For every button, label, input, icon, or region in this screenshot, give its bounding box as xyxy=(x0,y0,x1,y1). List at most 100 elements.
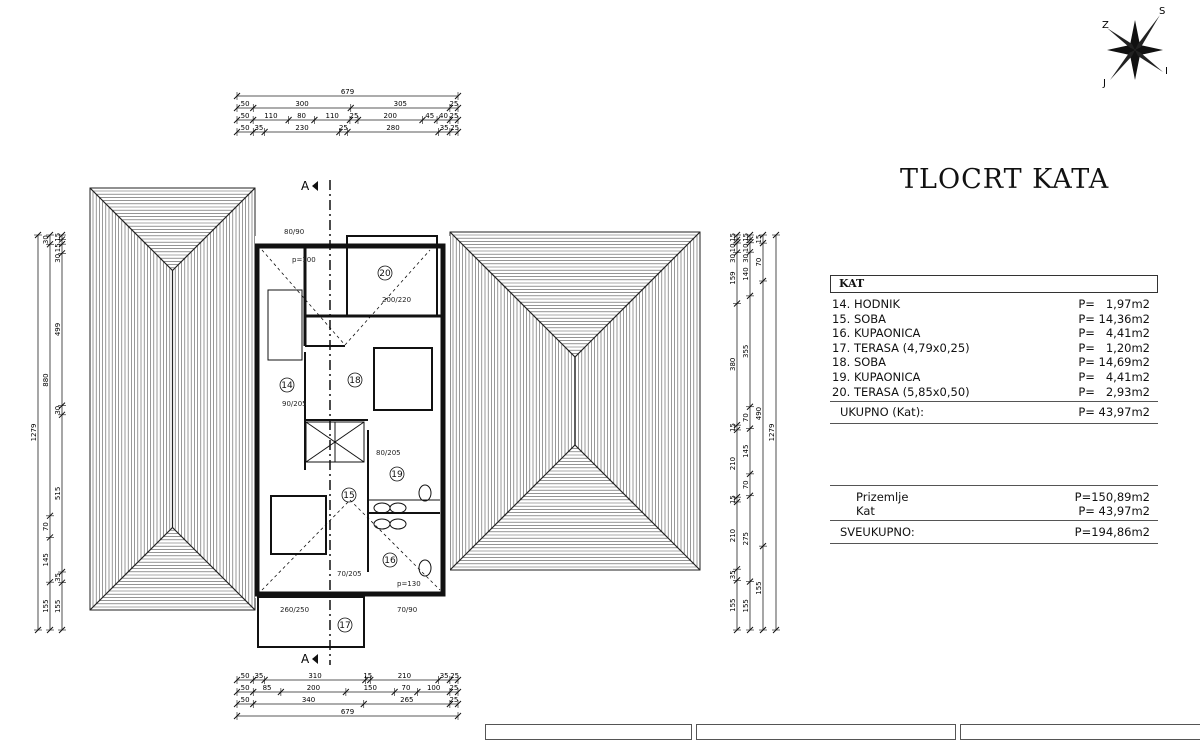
dimension-label: 880 xyxy=(42,373,50,386)
dimension-label: 200 xyxy=(384,112,397,120)
dimension-label: 15 xyxy=(54,233,62,242)
room-row: 17. TERASA (4,79x0,25)P= 1,20m2 xyxy=(830,341,1158,356)
dimension-label: 35 xyxy=(254,124,263,132)
dimension-chain: 679 xyxy=(233,708,462,720)
room-row: 15. SOBA P= 14,36m2 xyxy=(830,312,1158,327)
dimension-label: 1279 xyxy=(30,424,38,442)
dimension-label: 280 xyxy=(386,124,399,132)
title-block-cell xyxy=(960,724,1200,740)
dimension-label: 35 xyxy=(440,124,449,132)
dimension-label: 15 xyxy=(742,233,750,242)
roof-plane xyxy=(449,231,701,571)
dimension-label: 50 xyxy=(241,672,250,680)
compass-letter: Z xyxy=(1102,20,1109,31)
dimension-label: 50 xyxy=(241,684,250,692)
total-label: UKUPNO (Kat): xyxy=(840,405,925,420)
room-list: 14. HODNIK P= 1,97m2 15. SOBA P= 14,36m2 16.… xyxy=(830,297,1158,399)
dimension-label: 210 xyxy=(729,529,737,542)
dimension-label: 679 xyxy=(341,708,354,716)
dimension-label: 275 xyxy=(742,532,750,545)
svg-text:14: 14 xyxy=(281,381,293,391)
dimension-label: 15 xyxy=(729,233,737,242)
room-name: 17. TERASA (4,79x0,25) xyxy=(832,340,970,355)
room-area: P= 1,97m2 xyxy=(1078,297,1150,311)
dimension-label: 1279 xyxy=(768,424,776,442)
dimension-label: 25 xyxy=(449,696,458,704)
dimension-label: 159 xyxy=(729,271,737,284)
dimension-label: 50 xyxy=(241,100,250,108)
dimension-label: 25 xyxy=(449,684,458,692)
dimension-label: 150 xyxy=(364,684,377,692)
dimension-label: 15 xyxy=(755,235,763,244)
dimension-label: 145 xyxy=(742,445,750,458)
dimension-label: 210 xyxy=(398,672,411,680)
dimension-label: 40 xyxy=(439,112,448,120)
dimension-label: 310 xyxy=(308,672,321,680)
room-marker-17: 17 xyxy=(337,617,353,633)
compass-letter: I xyxy=(1165,66,1168,77)
svg-text:18: 18 xyxy=(349,376,361,386)
room-area: P= 14,36m2 xyxy=(1078,311,1150,326)
dimension-label: 25 xyxy=(450,112,459,120)
room-marker-15: 15 xyxy=(341,487,357,503)
room-name: 15. SOBA xyxy=(832,311,887,326)
room-marker-18: 18 xyxy=(347,372,363,388)
dimension-label: 15 xyxy=(54,243,62,252)
dimension-label: 50 xyxy=(241,112,250,120)
compass-rose-icon: Z S I J xyxy=(1102,6,1168,89)
room-area: P= 2,93m2 xyxy=(1078,384,1150,399)
room-name: 19. KUPAONICA xyxy=(832,369,921,384)
dimension-label: 155 xyxy=(54,600,62,613)
opening-label: 260/250 xyxy=(280,606,309,614)
dimension-label: 110 xyxy=(325,112,338,120)
room-row: 20. TERASA (5,85x0,50)P= 2,93m2 xyxy=(830,385,1158,400)
opening-labels: p=100 p=130 90/205 70/205 80/205 80/90 7… xyxy=(280,228,421,614)
dimension-label: 305 xyxy=(394,100,407,108)
title-block-cell xyxy=(696,724,956,740)
room-name: 14. HODNIK xyxy=(832,297,901,311)
dimension-label: 155 xyxy=(42,599,50,612)
dimension-label: 210 xyxy=(729,457,737,470)
dimension-label: 15 xyxy=(729,423,737,432)
dimension-label: 35 xyxy=(254,672,263,680)
dimension-label: 15 xyxy=(363,672,372,680)
drawing-title: TLOCRT KATA xyxy=(900,164,1110,195)
room-marker-19: 19 xyxy=(389,466,405,482)
dimension-label: 100 xyxy=(427,684,440,692)
room-name: 18. SOBA xyxy=(832,355,887,370)
dimension-label: 15 xyxy=(729,495,737,504)
grand-total-label: SVEUKUPNO: xyxy=(840,524,915,539)
section-marker-bottom: A xyxy=(301,652,310,666)
dimension-label: 490 xyxy=(755,407,763,420)
room-marker-16: 16 xyxy=(382,552,398,568)
dimension-label: 30 xyxy=(42,235,50,244)
room-row: 14. HODNIK P= 1,97m2 xyxy=(830,297,1158,312)
room-name: 16. KUPAONICA xyxy=(832,326,921,341)
dimension-label: 300 xyxy=(295,100,308,108)
grand-total-value: P=194,86m2 xyxy=(1074,524,1150,539)
dimension-label: 25 xyxy=(339,124,348,132)
dimension-chain: 1279 xyxy=(768,231,780,634)
dimension-label: 230 xyxy=(295,124,308,132)
roof-hatching xyxy=(89,187,701,611)
dimension-label: 50 xyxy=(241,696,250,704)
dimension-label: 30 xyxy=(742,254,750,263)
dimension-label: 155 xyxy=(742,599,750,612)
opening-label: p=130 xyxy=(397,580,421,588)
dimension-label: 679 xyxy=(341,88,354,96)
opening-label: 80/205 xyxy=(376,449,401,457)
dimension-label: 85 xyxy=(263,684,272,692)
room-marker-14: 14 xyxy=(279,377,295,393)
dimension-label: 80 xyxy=(297,112,306,120)
dimension-label: 70 xyxy=(742,480,750,489)
dimension-label: 30 xyxy=(54,254,62,263)
